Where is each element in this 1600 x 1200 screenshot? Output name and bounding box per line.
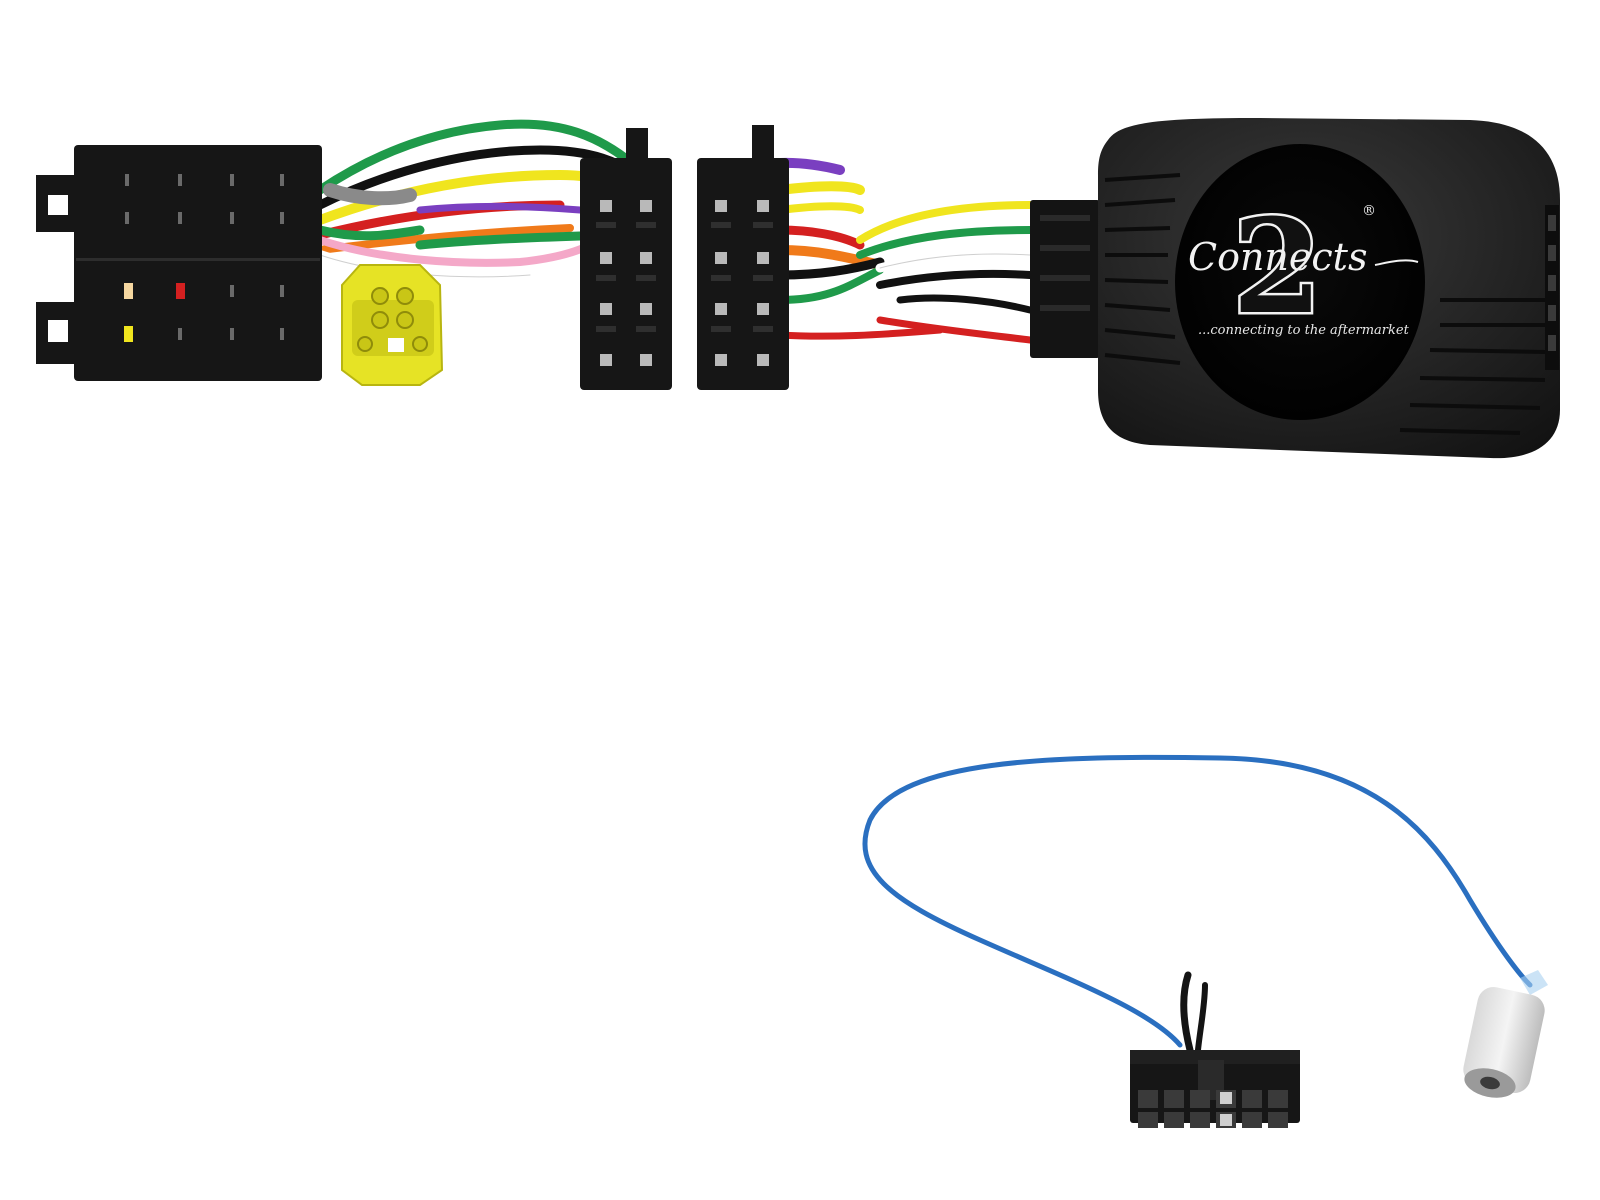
brand-logo: 2 Connects ® ...connecting to the afterm… [1188, 188, 1419, 346]
twelve-pin-connector [1130, 1050, 1300, 1128]
interface-module [1030, 118, 1560, 459]
wire-bundle-right [755, 157, 1035, 344]
logo-registered-mark: ® [1362, 203, 1376, 219]
wire-bundle-left [315, 119, 655, 282]
antenna-socket [1463, 970, 1548, 1098]
yellow-connector [341, 264, 444, 386]
logo-tagline: ...connecting to the aftermarket [1198, 323, 1410, 338]
iso-connector-center [580, 125, 789, 390]
iso-connector-left [36, 145, 322, 381]
logo-brand-text: Connects [1188, 235, 1367, 279]
logo-numeral: 2 [1232, 190, 1322, 343]
antenna-lead [862, 754, 1533, 1054]
